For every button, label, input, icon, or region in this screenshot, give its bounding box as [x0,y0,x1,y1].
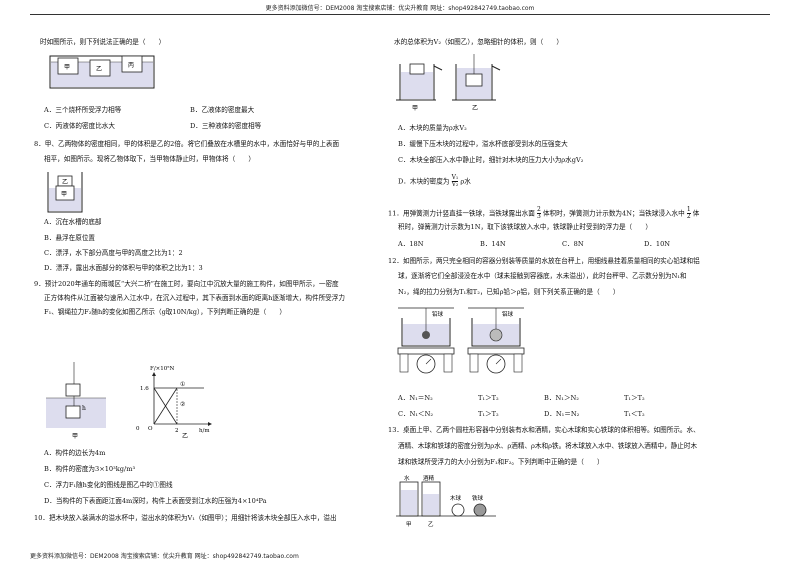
q9-ytick: 1.6 [140,386,149,392]
q12-option-a-n: A．N₁＝N₂ [398,394,433,402]
q10-d-tail: ρ水 [460,177,471,186]
q9-option-a: A．构件的边长为4m [44,449,106,457]
q13-label-jia: 甲 [406,521,412,528]
q7-stem-tail: 时如图所示，则下列说法正确的是（ ） [40,38,166,46]
q12-option-a-t: T₁＞T₂ [478,394,499,402]
q13-stem-line3: 球和铁球所受浮力的大小分别为F₁和F₂。下列判断中正确的是（ ） [398,458,604,466]
q8-option-c: C．漂浮，水下部分高度与甲的高度之比为1：2 [44,249,183,257]
q12-option-b-t: T₁＞T₂ [624,394,645,402]
q8-label-jia: 甲 [61,191,67,198]
q7-option-a: A．三个烧杯所受浮力相等 [44,106,122,114]
q10-option-c: C．木块全部压入水中静止时，细针对木块的压力大小为ρ水gV₂ [398,156,584,164]
q12-label-alum: 铝球 [502,310,514,318]
q12-stem-line2: 球，逐渐将它们全部浸没在水中（球未接触到容器底，水未溢出），此时台秤甲、乙示数分… [398,272,687,280]
q9-option-b: B．构件的密度为3×10³kg/m³ [44,465,136,473]
q10-d-num: V₁ [451,174,459,182]
q9-stem-line3: F₁、钢绳拉力F₂随h的变化如图乙所示（g取10N/kg），下列判断正确的是（ … [44,308,287,316]
q9-ylabel: F/×10⁵N [150,365,174,372]
q8-option-b: B．悬浮在原位置 [44,234,96,242]
q10-figure: 甲 乙 [396,54,501,112]
q9-xtick-0: 0 [136,426,140,432]
q9-label-jia: 甲 [72,433,78,440]
q8-stem-line2: 相平，如图所示。现将乙物体取下，当甲物体静止时，甲物体将（ ） [44,155,255,163]
q11-option-b: B．14N [480,240,506,248]
q11-f2-num: 1 [686,206,691,214]
q7-option-d: D．三种液体的密度相等 [190,122,262,130]
q8-option-a: A．沉在水槽的底部 [44,218,102,226]
q9-stem-line1: 9．预计2020年通车的雨城区“大兴二桥”在施工时，要向江中沉放大量的施工构件，… [34,280,339,288]
q9-xtick-2: 2 [175,428,179,434]
q10-option-a: A．木块的质量为ρ水V₂ [398,124,467,132]
q13-stem-line1: 13．桌面上甲、乙两个圆柱形容器中分别装有水和酒精，实心木球和实心铁球的体积相等… [388,426,700,434]
q8-option-d: D．漂浮，露出水面部分的体积与甲的体积之比为1：3 [44,264,203,272]
q13-label-wood: 木球 [450,494,462,502]
q11-option-c: C．8N [562,240,584,248]
q8-label-yi: 乙 [62,179,68,186]
q11-part-a: 11．用弹簧测力计竖直挂一铁球，当铁球露出水面 [388,209,535,218]
q12-option-b-n: B．N₁＞N₂ [544,394,579,402]
q10-stem-line1: 10．把木块放入装满水的溢水杯中，溢出水的体积为V₁（如图甲）；用细针将该木块全… [34,514,337,522]
q11-f1-den: 3 [536,213,541,220]
page-footer: 更多资料添加微信号：DEM2008 淘宝搜索店铺：优尖升教育 网址：shop49… [30,553,299,560]
q12-option-d-t: T₁＜T₂ [624,410,645,418]
q10-d-den: V₂ [451,181,459,188]
q11-stem-line2: 积时，弹簧测力计示数为1N，取下该铁球放入水中，铁球静止时受到的浮力是（ ） [398,223,652,231]
q12-figure: 铅球 铝球 [397,307,525,374]
q11-f1-num: 2 [536,206,541,214]
header-divider [30,14,770,15]
q11-part-b: 体积时，弹簧测力计示数为4N；当铁球浸入水中 [542,209,685,218]
q13-label-yi: 乙 [428,521,434,528]
q9-curve-2: ② [180,401,185,408]
q9-label-h: h [82,405,86,412]
q12-stem-line3: N₂，绳的拉力分别为T₁和T₂，已知ρ铅＞ρ铝，则下列关系正确的是（ ） [398,288,620,296]
q12-option-c-t: T₁＞T₂ [478,410,499,418]
q10-label-jia: 甲 [412,105,418,112]
q7-label-yi: 乙 [96,66,102,73]
q9-figure: h 甲 F/×10⁵N h/m 1.6 O 0 2 ① ② 乙 [46,362,212,440]
q10-option-d-text: D．木块的密度为 [398,177,450,186]
q9-option-d: D．当构件的下表面距江面4m深时，构件上表面受到江水的压强为4×10⁴Pa [44,497,267,505]
q10-stem-line2: 水的总体积为V₂（如图乙），忽略细针的体积，则（ ） [394,38,563,46]
q7-option-c: C．丙液体的密度比水大 [44,122,115,130]
q11-option-d: D．10N [644,240,671,248]
q7-label-jia: 甲 [64,64,70,71]
q7-option-b: B．乙液体的密度最大 [190,106,255,114]
q11-option-a: A．18N [398,240,424,248]
q10-option-b: B．缓慢下压木块的过程中，溢水杯底部受到水的压强变大 [398,140,568,148]
q12-option-d-n: D．N₁＝N₂ [544,410,580,418]
q11-f2-den: 2 [686,213,691,220]
q7-figure: 甲 乙 丙 [49,55,155,89]
q9-origin: O [148,426,153,432]
q12-stem-line1: 12．如图所示，两只完全相同的容器分别装等质量的水放在台秤上，用细线悬挂着质量相… [388,257,700,265]
page-header: 更多资料添加微信号：DEM2008 淘宝搜索店铺：优尖升教育 网址：shop49… [265,5,535,12]
q9-label-yi: 乙 [182,433,188,440]
q11-part-c: 体 [692,209,700,218]
q9-option-c: C．浮力F₁随h变化的图线是图乙中的①图线 [44,481,173,489]
q13-label-water: 水 [404,474,410,482]
q7-label-bing: 丙 [128,62,134,69]
q13-stem-line2: 酒精、木球和铁球的密度分别为ρ水、ρ酒精、ρ木和ρ铁。将木球放入水中、铁球放入酒… [398,442,698,450]
q10-label-yi: 乙 [472,105,478,112]
q12-option-c-n: C．N₁＜N₂ [398,410,434,418]
q13-label-alcohol: 酒精 [423,474,435,482]
q9-xlabel: h/m [199,428,210,434]
q8-stem-line1: 8．甲、乙两物体的密度相同，甲的体积是乙的2倍。将它们叠放在水槽里的水中，水面恰… [34,140,340,148]
q9-stem-line2: 正方体构件从江面被匀速吊入江水中，在沉入过程中，其下表面到水面的距离h逐渐增大，… [44,294,345,302]
q13-figure: 水 酒精 木球 铁球 甲 乙 [396,474,496,528]
q8-figure: 乙 甲 [47,172,83,213]
q13-label-iron: 铁球 [472,494,484,502]
q12-label-lead: 铅球 [432,310,444,318]
q9-curve-1: ① [180,381,185,388]
